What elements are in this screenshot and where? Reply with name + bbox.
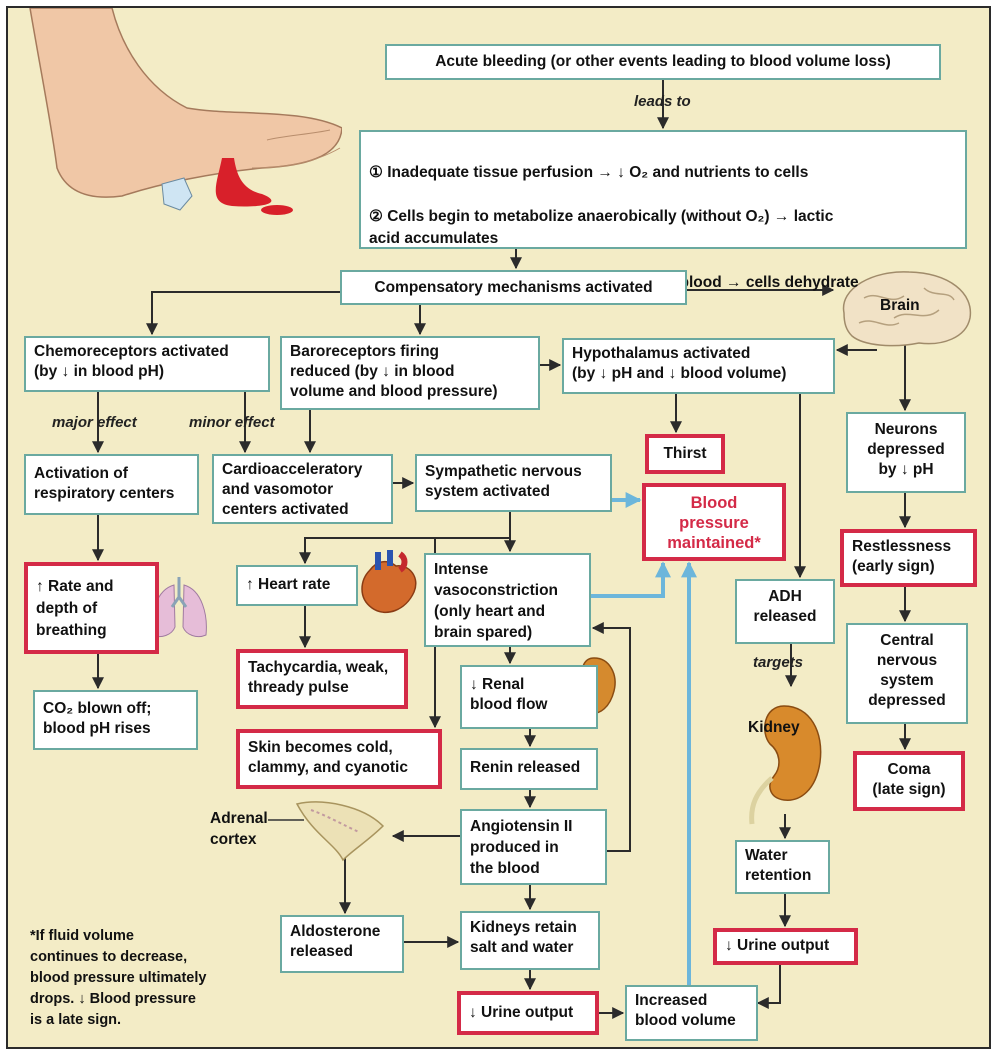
effect-1: ① Inadequate tissue perfusion → ↓ O₂ and…	[369, 162, 957, 184]
box-initial-effects: ① Inadequate tissue perfusion → ↓ O₂ and…	[359, 130, 967, 249]
box-chemoreceptors: Chemoreceptors activated (by ↓ in blood …	[24, 336, 270, 392]
box-cns-depressed: Central nervous system depressed	[846, 623, 968, 724]
effect-2: ② Cells begin to metabolize anaerobicall…	[369, 206, 957, 250]
heart-illustration	[356, 548, 420, 618]
label-major-effect: major effect	[52, 414, 137, 431]
box-water-retention: Water retention	[735, 840, 830, 894]
box-renin-released: Renin released	[460, 748, 598, 790]
label-targets: targets	[753, 654, 803, 671]
box-increased-blood-volume: Increased blood volume	[625, 985, 758, 1041]
box-urine-output-bottom: ↓ Urine output	[457, 991, 599, 1035]
box-kidneys-retain-salt-water: Kidneys retain salt and water	[460, 911, 600, 970]
footnote: *If fluid volume continues to decrease, …	[30, 926, 206, 1031]
label-kidney: Kidney	[748, 717, 800, 738]
box-urine-output-right: ↓ Urine output	[713, 928, 858, 965]
box-blood-pressure-maintained: Blood pressure maintained*	[642, 483, 786, 561]
box-adh-released: ADH released	[735, 579, 835, 644]
label-brain: Brain	[880, 295, 920, 316]
box-aldosterone-released: Aldosterone released	[280, 915, 404, 973]
box-heart-rate: ↑ Heart rate	[236, 565, 358, 606]
box-breathing-rate-depth: ↑ Rate and depth of breathing	[24, 562, 159, 654]
box-sympathetic-activated: Sympathetic nervous system activated	[415, 454, 612, 512]
box-intense-vasoconstriction: Intense vasoconstriction (only heart and…	[424, 553, 591, 647]
box-tachycardia: Tachycardia, weak, thready pulse	[236, 649, 408, 709]
label-adrenal-cortex: Adrenal cortex	[210, 808, 268, 850]
box-baroreceptors: Baroreceptors firing reduced (by ↓ in bl…	[280, 336, 540, 410]
box-cardio-vasomotor-centers: Cardioacceleratory and vasomotor centers…	[212, 454, 393, 524]
bleeding-foot-illustration	[12, 8, 342, 228]
label-minor-effect: minor effect	[189, 414, 275, 431]
box-angiotensin-ii: Angiotensin II produced in the blood	[460, 809, 607, 885]
box-co2-blown-off: CO₂ blown off; blood pH rises	[33, 690, 198, 750]
box-hypothalamus: Hypothalamus activated (by ↓ pH and ↓ bl…	[562, 338, 835, 394]
box-neurons-depressed: Neurons depressed by ↓ pH	[846, 412, 966, 493]
label-leads-to: leads to	[634, 93, 691, 110]
box-renal-blood-flow: ↓ Renal blood flow	[460, 665, 598, 729]
box-coma: Coma (late sign)	[853, 751, 965, 811]
box-thirst: Thirst	[645, 434, 725, 474]
adrenal-gland-illustration	[293, 796, 387, 862]
box-skin-cold-clammy: Skin becomes cold, clammy, and cyanotic	[236, 729, 442, 789]
box-compensatory-mechanisms: Compensatory mechanisms activated	[340, 270, 687, 305]
box-acute-bleeding: Acute bleeding (or other events leading …	[385, 44, 941, 80]
box-restlessness: Restlessness (early sign)	[840, 529, 977, 587]
box-respiratory-centers: Activation of respiratory centers	[24, 454, 199, 515]
